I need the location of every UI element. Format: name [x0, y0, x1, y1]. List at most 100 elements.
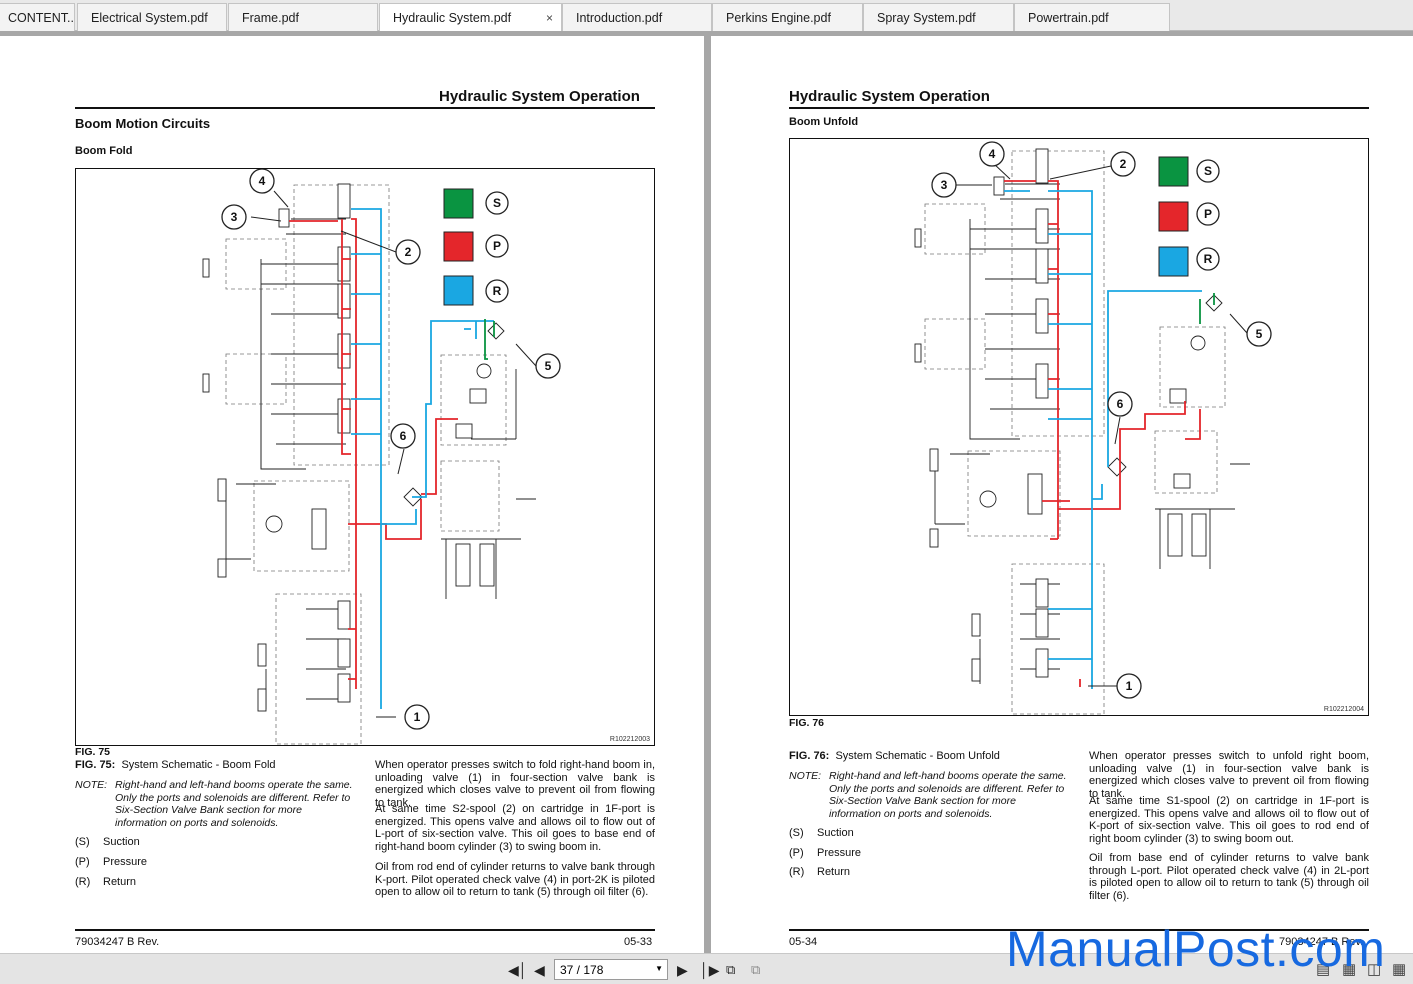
legend-pressure: (P)Pressure [789, 847, 862, 859]
tab-bar: CONTENT.... Electrical System.pdf Frame.… [0, 0, 1413, 32]
footer-page-number: 05-34 [789, 936, 818, 948]
note-label: NOTE: [789, 770, 822, 782]
caption-text: System Schematic - Boom Fold [121, 759, 276, 771]
two-page-continuous-view-icon[interactable]: ▦ [1392, 961, 1407, 978]
hydraulic-schematic-diagram: S P R 1 2 3 4 5 6 [914, 141, 1272, 715]
footer-rule [789, 929, 1369, 931]
note-label: NOTE: [75, 779, 108, 791]
figure-caption: FIG. 76: System Schematic - Boom Unfold [789, 750, 1000, 762]
next-view-icon[interactable]: ⧉ [751, 962, 761, 977]
page-05-33: Hydraulic System Operation Boom Motion C… [0, 36, 704, 953]
paragraph-3: Oil from base end of cylinder returns to… [1089, 852, 1369, 902]
figure-code: R102212004 [1323, 706, 1364, 713]
callout-6: 6 [400, 429, 407, 443]
callout-5: 5 [1256, 327, 1263, 341]
tab-label: Introduction.pdf [576, 11, 663, 25]
callout-5: 5 [545, 359, 552, 373]
single-page-view-icon[interactable]: ▤ [1316, 961, 1331, 978]
tab-spray-system[interactable]: Spray System.pdf [863, 3, 1014, 31]
footer-doc-number: 79034247 B Rev. [1279, 936, 1364, 948]
tab-label: Perkins Engine.pdf [726, 11, 831, 25]
legend-letter-r: R [1204, 252, 1213, 266]
legend-return: (R)Return [789, 866, 851, 878]
caption-label: FIG. 75: [75, 759, 116, 771]
footer-page-number: 05-33 [624, 936, 653, 948]
suction-swatch [443, 188, 474, 219]
note: NOTE: Right-hand and left-hand booms ope… [789, 770, 1069, 820]
footer-doc-number: 79034247 B Rev. [75, 936, 160, 948]
figure-caption: FIG. 75: System Schematic - Boom Fold [75, 759, 276, 771]
tab-label: Frame.pdf [242, 11, 299, 25]
callout-1: 1 [414, 710, 421, 724]
schematic-figure: S P R 1 2 3 4 5 6 [789, 138, 1369, 716]
legend-letter-p: P [493, 239, 501, 253]
tab-label: Powertrain.pdf [1028, 11, 1109, 25]
previous-view-icon[interactable]: ⧉ [726, 962, 736, 977]
next-page-icon[interactable]: ▶ [677, 962, 688, 978]
page-header-title: Hydraulic System Operation [439, 88, 640, 105]
subsection-title: Boom Unfold [789, 116, 859, 128]
legend-letter-p: P [1204, 207, 1212, 221]
page-number-input[interactable]: 37 / 178 ▼ [554, 959, 668, 980]
legend-letter-s: S [493, 196, 501, 210]
tab-hydraulic-system[interactable]: Hydraulic System.pdf × [379, 3, 562, 32]
paragraph-2: At same time S1-spool (2) on cartridge i… [1089, 795, 1369, 845]
header-rule [789, 107, 1369, 109]
watermark: ManualPost.com [1006, 921, 1386, 977]
tab-label: Electrical System.pdf [91, 11, 208, 25]
tab-electrical-system[interactable]: Electrical System.pdf [77, 3, 227, 31]
last-page-icon[interactable]: │▶ [700, 962, 720, 978]
schematic-legend: S P R [1158, 156, 1220, 277]
close-icon[interactable]: × [545, 11, 553, 25]
page-header-title: Hydraulic System Operation [789, 88, 990, 105]
tab-label: Spray System.pdf [877, 11, 976, 25]
page-navigation-toolbar: ◀│ ◀ 37 / 178 ▼ ▶ │▶ ⧉ ⧉ [0, 953, 1413, 984]
legend-return: (R)Return [75, 876, 137, 888]
callout-3: 3 [941, 178, 948, 192]
note-text: Right-hand and left-hand booms operate t… [829, 770, 1067, 820]
footer-rule [75, 929, 655, 931]
figure-label: FIG. 76 [789, 717, 825, 729]
first-page-icon[interactable]: ◀│ [508, 962, 528, 978]
figure-code: R102212003 [609, 736, 650, 743]
callout-3: 3 [231, 210, 238, 224]
chevron-down-icon[interactable]: ▼ [655, 964, 663, 973]
return-swatch [1158, 246, 1189, 277]
paragraph-1: When operator presses switch to unfold r… [1089, 750, 1369, 800]
page-number-value: 37 / 178 [560, 963, 604, 977]
tab-contents[interactable]: CONTENT.... [0, 3, 75, 31]
tab-frame[interactable]: Frame.pdf [228, 3, 378, 31]
note-text: Right-hand and left-hand booms operate t… [115, 779, 353, 829]
tab-label: CONTENT.... [8, 11, 75, 25]
tab-label: Hydraulic System.pdf [393, 11, 512, 25]
paragraph-2: At same time S2-spool (2) on cartridge i… [375, 803, 655, 853]
paragraph-3: Oil from rod end of cylinder returns to … [375, 861, 655, 898]
legend-suction: (S)Suction [75, 836, 140, 848]
tab-introduction[interactable]: Introduction.pdf [562, 3, 712, 31]
paragraph-1: When operator presses switch to fold rig… [375, 759, 655, 809]
return-swatch [443, 275, 474, 306]
legend-letter-s: S [1204, 164, 1212, 178]
note: NOTE: Right-hand and left-hand booms ope… [75, 779, 355, 829]
hydraulic-schematic-diagram: S P R 1 2 3 4 5 6 [202, 169, 561, 745]
callout-2: 2 [1120, 157, 1127, 171]
header-rule [75, 107, 655, 109]
callout-4: 4 [259, 174, 266, 188]
suction-swatch [1158, 156, 1189, 187]
pressure-swatch [1158, 201, 1189, 232]
callout-1: 1 [1126, 679, 1133, 693]
caption-label: FIG. 76: [789, 750, 830, 762]
tab-perkins-engine[interactable]: Perkins Engine.pdf [712, 3, 863, 31]
two-page-view-icon[interactable]: ◫ [1367, 961, 1382, 978]
legend-letter-r: R [493, 284, 502, 298]
page-05-34: Hydraulic System Operation Boom Unfold [711, 36, 1413, 953]
legend-pressure: (P)Pressure [75, 856, 148, 868]
section-title: Boom Motion Circuits [75, 116, 211, 131]
previous-page-icon[interactable]: ◀ [534, 962, 545, 978]
figure-label: FIG. 75 [75, 746, 111, 758]
continuous-view-icon[interactable]: ▦ [1342, 961, 1357, 978]
callout-6: 6 [1117, 397, 1124, 411]
tab-powertrain[interactable]: Powertrain.pdf [1014, 3, 1170, 31]
document-viewer[interactable]: Hydraulic System Operation Boom Motion C… [0, 31, 1413, 953]
pressure-swatch [443, 231, 474, 262]
